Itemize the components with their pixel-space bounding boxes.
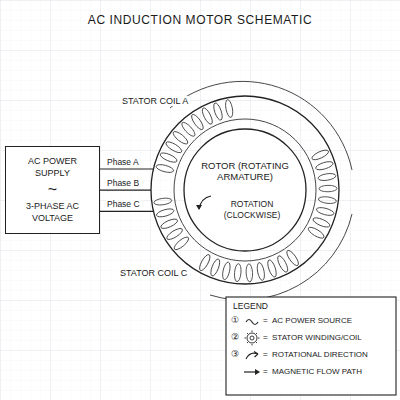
coil-label: STATOR COIL C [118,268,189,278]
coil-winding [307,225,326,240]
legend-text: STATOR WINDING/COIL [272,333,362,343]
rotation-arrow [193,192,215,214]
equals-sign: = [263,350,268,360]
coil-winding [316,206,335,217]
coil-winding [318,196,337,205]
legend-row: AC POWER SOURCE [272,316,352,326]
coil-symbol [245,331,260,346]
phase-wire [100,168,153,169]
flow-arrow-symbol [244,369,260,375]
phase-label: Phase C [106,199,141,209]
stator-ring: STATOR COIL ASTATOR COIL CROTOR (ROTATIN… [150,95,340,285]
rotation-arrow-line [199,196,211,209]
rotor-label: ROTOR (ROTATING ARMATURE) [193,160,297,184]
phase-wire [100,190,151,191]
coil-winding [159,151,178,164]
coil-winding [246,264,253,282]
stator-outer [151,96,339,284]
legend-heading: LEGEND [233,301,268,311]
coil-winding [319,185,337,192]
phase-label: Phase A [106,157,140,167]
coil-winding [315,160,334,171]
rotation-arrow-head [196,205,202,210]
coil-winding [224,99,234,118]
callout-number: ① [231,315,239,326]
coil-winding [160,217,179,230]
coil-winding [311,148,330,161]
coil-label: STATOR COIL A [120,96,190,106]
equals-sign: = [263,316,268,326]
legend-text: AC POWER SOURCE [272,316,352,326]
coil-winding [198,253,212,272]
diagram-title: AC INDUCTION MOTOR SCHEMATIC [0,13,400,27]
equals-sign: = [263,367,268,377]
legend-row: MAGNETIC FLOW PATH [272,367,362,377]
box-text: 3-PHASE AC VOLTAGE [20,201,86,224]
rotation-label: ROTATION (CLOCKWISE) [220,199,284,220]
legend-row: ROTATIONAL DIRECTION [272,350,368,360]
coil-winding [256,262,266,281]
coil-winding [156,207,175,218]
power-supply-box: AC POWER SUPPLY ~3-PHASE AC VOLTAGE [5,146,100,234]
coil-winding [190,113,206,131]
rotation-symbol [246,352,258,360]
coil-winding [209,258,221,277]
rotor-outline [183,128,307,252]
legend-text: MAGNETIC FLOW PATH [272,367,362,377]
callout-number: ③ [231,349,239,360]
rotor-circle-line [184,129,306,251]
coil-winding [221,261,231,280]
coil-winding [266,259,278,278]
equals-sign: = [263,333,268,343]
rotor-circle: ROTOR (ROTATING ARMATURE) ROTATION (CLOCK… [183,128,307,252]
coil-winding [165,227,184,242]
ac-symbol-text: ~ [48,181,57,199]
coil-winding [155,163,174,174]
coil-winding [318,172,337,181]
coil-winding [312,216,331,229]
coil-winding [153,197,172,206]
coil-winding [285,249,301,267]
legend-row: STATOR WINDING/COIL [272,333,362,343]
phase-wire [100,211,153,212]
coil-winding [212,102,224,121]
callout-number: ② [231,332,239,343]
legend-frame [226,297,396,395]
coil-winding [276,254,290,273]
coil-winding [200,107,214,126]
ac-symbol [246,320,258,325]
box-text: AC POWER SUPPLY [20,156,86,179]
phase-label: Phase B [106,178,140,188]
coil-winding [234,263,242,281]
stator-inner [174,119,316,261]
legend-text: ROTATIONAL DIRECTION [272,350,368,360]
